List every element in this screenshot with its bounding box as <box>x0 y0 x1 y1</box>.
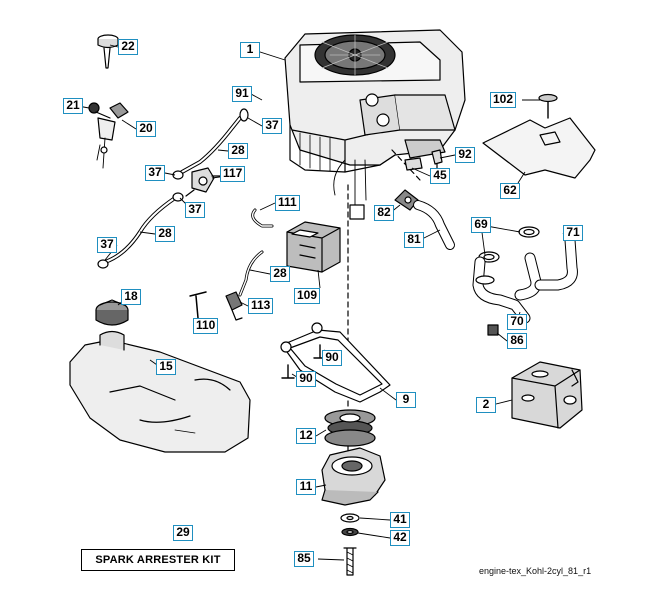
callout-2: 2 <box>476 397 496 413</box>
engine-drawing <box>284 29 466 220</box>
muffler-drawing <box>511 361 583 429</box>
callout-1: 1 <box>240 42 260 58</box>
diagram-reference: engine-tex_Kohl-2cyl_81_r1 <box>479 566 592 576</box>
fuel-valve-drawing <box>88 102 129 169</box>
callout-9: 9 <box>396 392 416 408</box>
callout-15: 15 <box>156 359 176 375</box>
callout-28-left: 28 <box>155 226 175 242</box>
callout-102: 102 <box>490 92 517 108</box>
callout-86: 86 <box>507 333 527 349</box>
callout-92: 92 <box>455 147 475 163</box>
callout-81: 81 <box>404 232 424 248</box>
callout-22: 22 <box>118 39 138 55</box>
callout-90-upper: 90 <box>322 350 342 366</box>
callout-37-left: 37 <box>97 237 117 253</box>
fuel-tank-drawing <box>69 299 251 453</box>
spark-arrester-kit-box: SPARK ARRESTER KIT <box>81 549 235 571</box>
callout-117: 117 <box>220 166 246 182</box>
callout-82: 82 <box>374 205 394 221</box>
clutch-drawing <box>321 447 386 506</box>
callout-113: 113 <box>248 298 274 314</box>
callout-28-top: 28 <box>228 143 248 159</box>
callout-90-lower: 90 <box>296 371 316 387</box>
callout-37-top: 37 <box>262 118 282 134</box>
callout-11: 11 <box>296 479 316 495</box>
callout-29: 29 <box>173 525 193 541</box>
callout-42: 42 <box>390 530 410 546</box>
callout-70: 70 <box>507 314 527 330</box>
callout-20: 20 <box>136 121 156 137</box>
callout-12: 12 <box>296 428 316 444</box>
callout-62: 62 <box>500 183 520 199</box>
callout-109: 109 <box>294 288 321 304</box>
callout-111: 111 <box>275 195 300 211</box>
callout-85: 85 <box>294 551 314 567</box>
callout-71: 71 <box>563 225 583 241</box>
heat-shield-drawing <box>482 93 596 179</box>
filter-canister-drawing <box>286 221 341 273</box>
callout-45: 45 <box>430 168 450 184</box>
callout-28-middle: 28 <box>270 266 290 282</box>
fuel-shutoff-knob-drawing <box>97 34 119 69</box>
callout-18: 18 <box>121 289 141 305</box>
callout-91: 91 <box>232 86 252 102</box>
pulley-drawing <box>324 409 376 447</box>
callout-110: 110 <box>193 318 219 334</box>
callout-41: 41 <box>390 512 410 528</box>
callout-37-lower: 37 <box>185 202 205 218</box>
exhaust-pipes-drawing <box>472 226 578 336</box>
bracket-drawing <box>280 322 391 403</box>
callout-21: 21 <box>63 98 83 114</box>
callout-37-mid: 37 <box>145 165 165 181</box>
callout-69: 69 <box>471 217 491 233</box>
